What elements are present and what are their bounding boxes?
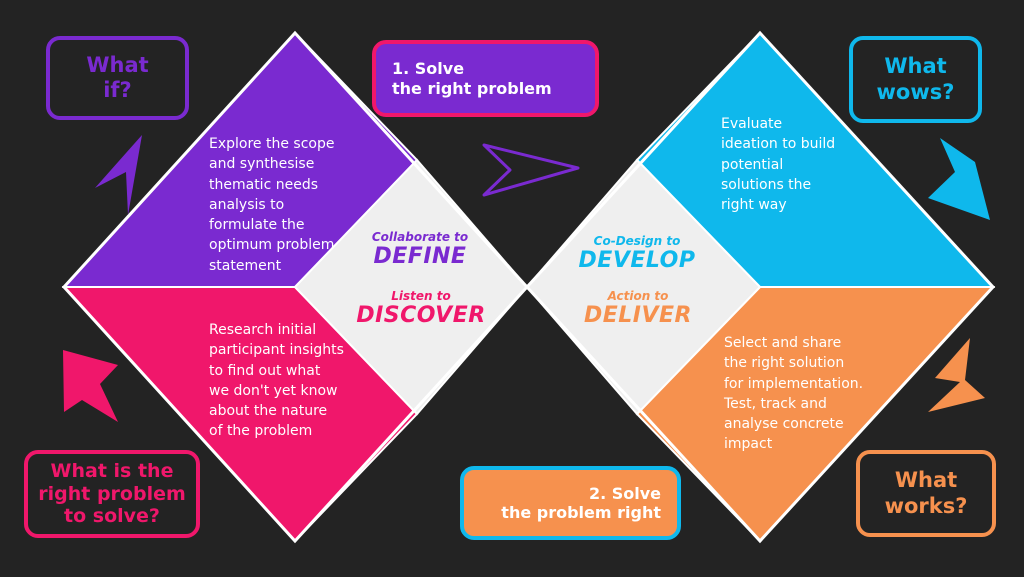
deliver-phase-title: DELIVER <box>584 303 692 328</box>
discover-phase-verb: Listen to <box>391 289 451 303</box>
solve-right-problem-banner: 1. Solve the right problem <box>372 40 599 117</box>
deliver-phase-label: Action to DELIVER <box>562 289 714 328</box>
what-if-box: What if? <box>46 36 189 120</box>
arrow-up-left-icon <box>95 135 142 215</box>
what-wows-box: What wows? <box>849 36 982 123</box>
arrow-down-right-icon <box>928 138 990 220</box>
right-diamond-outline <box>524 30 996 544</box>
discover-phase-title: DISCOVER <box>356 303 486 328</box>
arrow-down-left-icon <box>928 338 985 412</box>
develop-phase-title: DEVELOP <box>578 248 696 273</box>
define-phase-verb: Collaborate to <box>371 230 469 244</box>
what-if-label: What if? <box>86 52 149 102</box>
define-description: Explore the scope and synthesise themati… <box>209 136 335 274</box>
what-works-label: What works? <box>884 468 968 518</box>
solve-problem-right-label: 2. Solve the problem right <box>501 483 661 522</box>
left-diamond-outline <box>61 30 530 544</box>
define-phase-title: DEFINE <box>373 244 467 269</box>
develop-phase-label: Co-Design to DEVELOP <box>561 234 713 273</box>
deliver-description: Select and share the right solution for … <box>724 335 864 453</box>
solve-right-problem-label: 1. Solve the right problem <box>392 59 552 98</box>
discover-phase-label: Listen to DISCOVER <box>340 289 502 328</box>
what-problem-label: What is the right problem to solve? <box>38 459 186 528</box>
solve-problem-right-banner: 2. Solve the problem right <box>460 466 681 540</box>
develop-phase-verb: Co-Design to <box>593 234 681 248</box>
deliver-phase-verb: Action to <box>607 289 669 303</box>
define-phase-label: Collaborate to DEFINE <box>345 230 495 269</box>
what-problem-box: What is the right problem to solve? <box>24 450 200 538</box>
discover-description: Research initial participant insights to… <box>209 322 344 440</box>
develop-description: Evaluate ideation to build potential sol… <box>721 116 836 214</box>
what-wows-label: What wows? <box>876 54 955 104</box>
arrow-up-left-icon <box>63 350 118 422</box>
what-works-box: What works? <box>856 450 996 537</box>
chevron-right-icon <box>482 143 580 197</box>
